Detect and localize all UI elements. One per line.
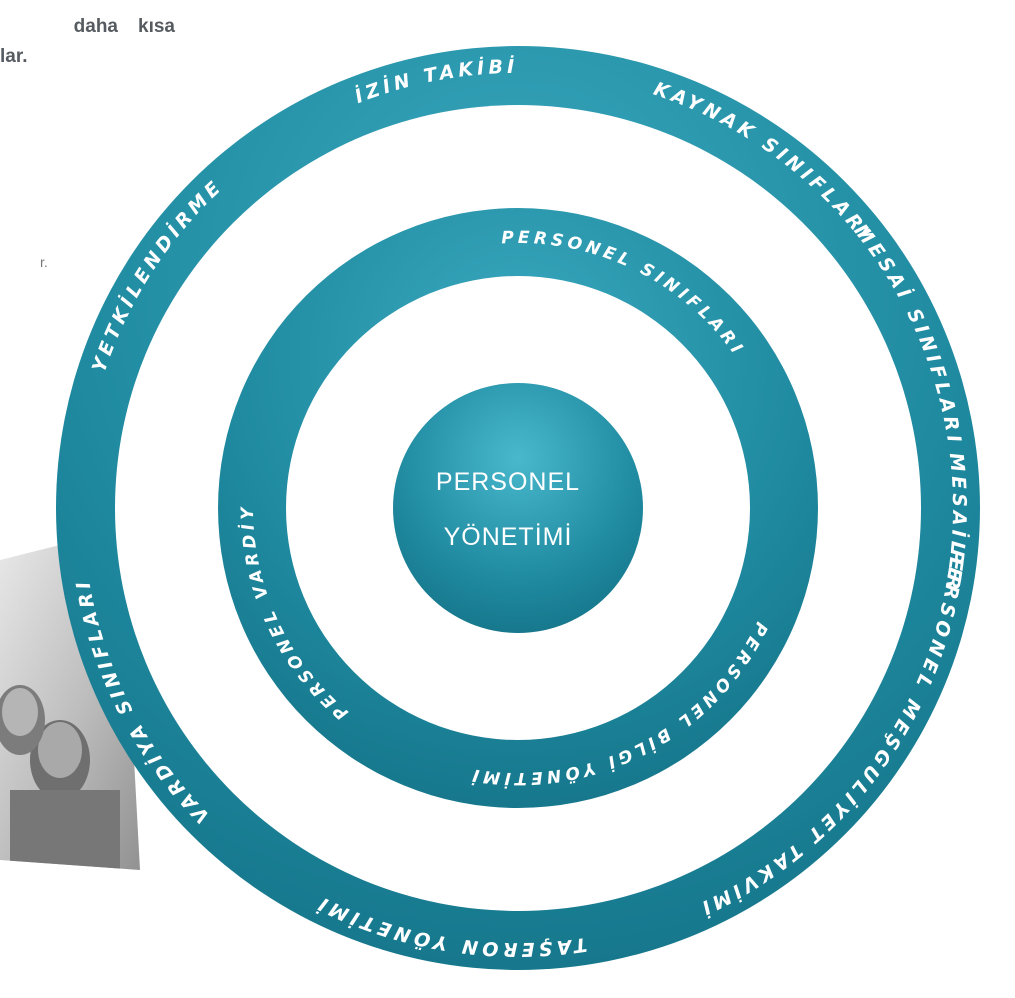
intro-text: daha kısa lar. r. (0, 12, 175, 270)
center-label-line-2: YÖNETİMİ (444, 522, 573, 551)
center-label-line-1: PERSONEL (436, 468, 580, 496)
intro-line-2: lar. (0, 46, 28, 67)
intro-word-kisa: kısa (138, 16, 175, 37)
intro-line-1: daha kısa (0, 12, 175, 42)
intro-line-3: r. (40, 254, 48, 270)
intro-word-daha: daha (73, 16, 119, 37)
center-circle: PERSONEL YÖNETİMİ (393, 383, 643, 633)
